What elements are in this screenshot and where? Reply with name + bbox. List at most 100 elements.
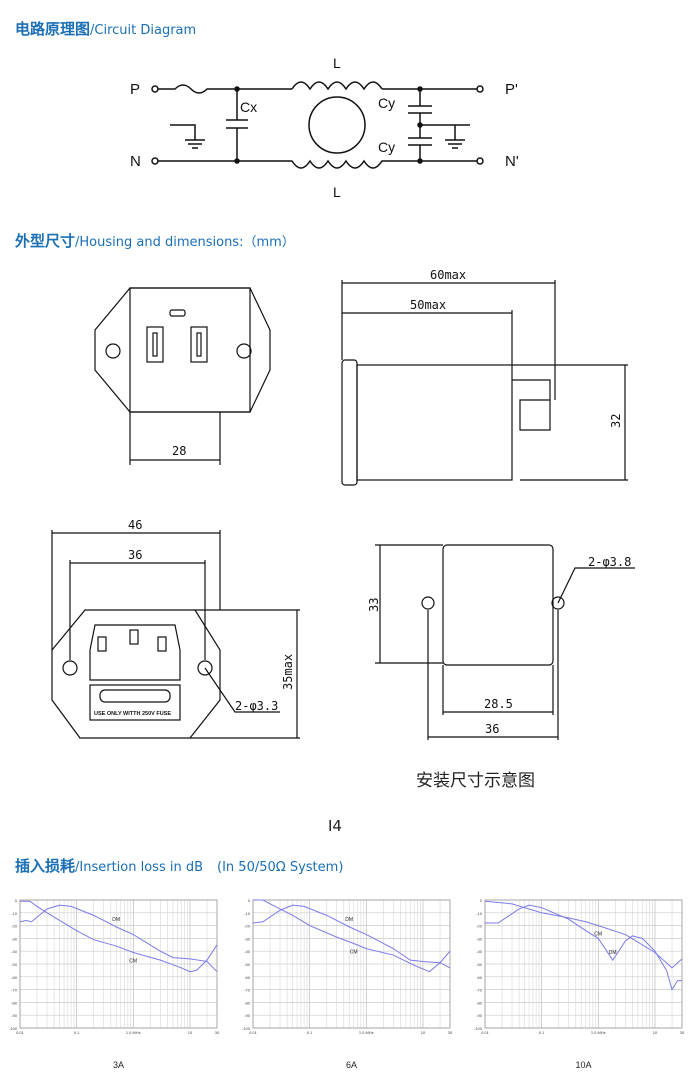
series-label-cm: CM	[350, 950, 358, 956]
label-n-prime: N'	[505, 153, 519, 170]
circuit-heading: 电路原理图/Circuit Diagram	[15, 18, 196, 39]
model-label: I4	[328, 817, 342, 835]
dim-36-mount: 36	[485, 722, 499, 736]
label-cy-bottom: Cy	[378, 139, 395, 155]
x-tick-label: 1.0 MHz	[591, 1030, 606, 1035]
x-tick-label: 10	[653, 1030, 658, 1035]
insertion-system: (In 50/50Ω System)	[217, 860, 344, 875]
y-tick-label: -60	[244, 975, 251, 980]
x-tick-label: 30	[215, 1030, 220, 1035]
dim-28: 28	[172, 444, 186, 458]
dim-35max: 35max	[281, 654, 295, 690]
y-tick-label: 0	[15, 898, 18, 903]
insertion-heading: 插入损耗/Insertion loss in dB (In 50/50Ω Syst…	[15, 855, 343, 876]
dim-50max: 50max	[410, 298, 446, 312]
circuit-diagram: P N P' N' L L Cx Cy Cy	[130, 55, 519, 200]
x-tick-label: 0.01	[249, 1030, 258, 1035]
plot-frame	[252, 899, 451, 1029]
fuse-warning-text: USE ONLY WITTH 250V FUSE	[94, 711, 171, 717]
y-tick-label: -40	[244, 949, 251, 954]
housing-title-en: /Housing and dimensions:（mm）	[75, 235, 295, 250]
x-tick-label: 10	[188, 1030, 193, 1035]
y-tick-label: -70	[244, 988, 251, 993]
label-l-top: L	[333, 55, 341, 71]
label-l-bottom: L	[333, 184, 341, 200]
x-tick-label: 0.01	[16, 1030, 25, 1035]
y-tick-label: 0	[248, 898, 251, 903]
y-tick-label: -80	[476, 1000, 483, 1005]
y-tick-label: -30	[476, 936, 483, 941]
series-cm	[253, 899, 451, 973]
y-tick-label: -50	[11, 962, 18, 967]
y-tick-label: -90	[11, 1013, 18, 1018]
series-cm	[20, 900, 218, 973]
y-tick-label: -100	[242, 1026, 251, 1031]
series-label-dm: DM	[112, 917, 120, 923]
dim-36: 36	[128, 548, 142, 562]
series-label-cm: CM	[129, 958, 137, 964]
chart-title: 6A	[346, 1060, 357, 1070]
dim-hole-3-8: 2-φ3.8	[588, 555, 631, 569]
y-tick-label: -10	[11, 911, 18, 916]
y-tick-label: -100	[9, 1026, 18, 1031]
series-cm	[484, 900, 683, 969]
y-tick-label: -30	[244, 936, 251, 941]
x-tick-label: 0.01	[481, 1030, 490, 1035]
y-tick-label: -20	[476, 924, 483, 929]
plot-frame	[484, 899, 683, 1029]
series-dm	[252, 904, 451, 969]
series-label-cm: CM	[594, 932, 602, 938]
x-tick-label: 0.1	[539, 1030, 545, 1035]
y-tick-label: -10	[244, 911, 251, 916]
circuit-title-en: /Circuit Diagram	[90, 23, 197, 38]
x-tick-label: 0.1	[74, 1030, 80, 1035]
y-tick-label: -10	[476, 911, 483, 916]
y-tick-label: -80	[244, 1000, 251, 1005]
label-n: N	[130, 153, 141, 170]
dim-60max: 60max	[430, 268, 466, 282]
insertion-title-cn: 插入损耗	[15, 857, 76, 875]
mount-caption: 安装尺寸示意图	[416, 771, 535, 791]
y-tick-label: -50	[476, 962, 483, 967]
y-tick-label: -40	[11, 949, 18, 954]
series-dm	[485, 904, 682, 991]
dim-32: 32	[609, 414, 623, 428]
x-tick-label: 30	[448, 1030, 453, 1035]
x-tick-label: 30	[680, 1030, 685, 1035]
label-cy-top: Cy	[378, 95, 395, 111]
dim-33: 33	[367, 598, 381, 612]
housing-drawings: 28 60max 50max 32 46 36 35max 2-φ3.3 USE…	[51, 268, 635, 740]
series-label-dm: DM	[609, 950, 617, 956]
y-tick-label: -30	[11, 936, 18, 941]
housing-title-cn: 外型尺寸	[15, 232, 76, 250]
y-tick-label: -60	[11, 975, 18, 980]
dim-28-5: 28.5	[484, 697, 513, 711]
label-p-prime: P'	[505, 81, 518, 98]
chart-title: 3A	[113, 1060, 124, 1070]
y-tick-label: -20	[244, 924, 251, 929]
dim-46: 46	[128, 518, 142, 532]
series-dm	[19, 904, 218, 973]
label-p: P	[130, 81, 140, 98]
y-tick-label: -40	[476, 949, 483, 954]
label-cx: Cx	[240, 99, 257, 115]
housing-heading: 外型尺寸/Housing and dimensions:（mm）	[15, 230, 295, 251]
x-tick-label: 0.1	[307, 1030, 313, 1035]
circuit-title-cn: 电路原理图	[15, 20, 91, 38]
y-tick-label: -70	[11, 988, 18, 993]
plot-frame	[19, 899, 218, 1029]
y-tick-label: -90	[244, 1013, 251, 1018]
y-tick-label: -20	[11, 924, 18, 929]
y-tick-label: -90	[476, 1013, 483, 1018]
insertion-title-en: /Insertion loss in dB	[75, 860, 204, 875]
y-tick-label: 0	[480, 898, 483, 903]
x-tick-label: 1.0 MHz	[359, 1030, 374, 1035]
y-tick-label: -100	[474, 1026, 483, 1031]
series-label-dm: DM	[345, 917, 353, 923]
y-tick-label: -50	[244, 962, 251, 967]
